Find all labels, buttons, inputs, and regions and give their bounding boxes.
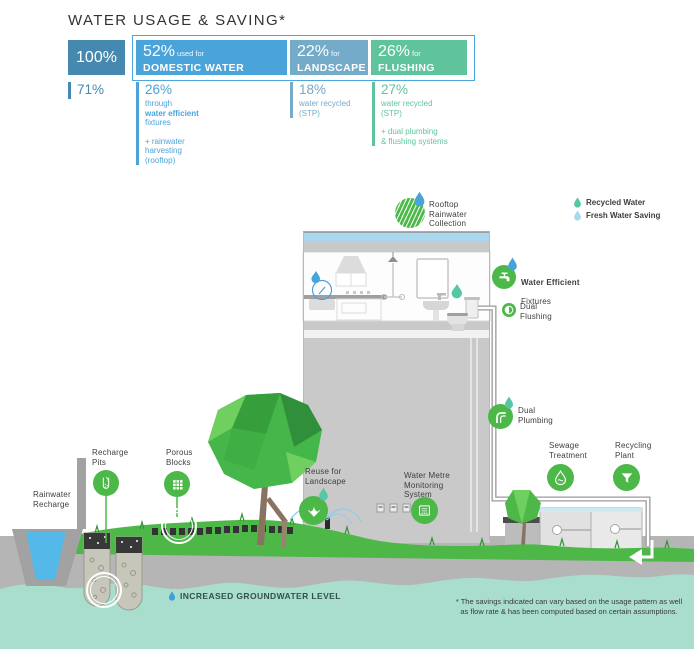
dual-plumbing-icon bbox=[488, 396, 513, 429]
discharge-arrow-icon bbox=[629, 540, 654, 565]
recharge-basin bbox=[12, 458, 86, 586]
water-metre-label: Water Metre Monitoring System bbox=[404, 471, 450, 499]
chart-total-box: 100% bbox=[68, 40, 125, 75]
sprout-icon bbox=[307, 505, 320, 517]
recycled-water-drop-icon bbox=[574, 197, 581, 208]
page-title: WATER USAGE & SAVING* bbox=[68, 12, 287, 29]
faucet-icon bbox=[499, 272, 509, 281]
recycled-drop-icon bbox=[319, 487, 328, 501]
segment-value: 26% bbox=[378, 43, 411, 60]
water-drop-icon bbox=[508, 257, 517, 271]
drop-treatment-icon bbox=[554, 470, 567, 486]
sewage-treatment-icon bbox=[547, 464, 574, 491]
porous-blocks-icon bbox=[164, 471, 190, 497]
saving-flushing: 27% water recycled (STP) + dual plumbing… bbox=[372, 82, 448, 146]
pit-icon bbox=[102, 476, 110, 489]
groundwater-label: INCREASED GROUNDWATER LEVEL bbox=[168, 591, 341, 601]
saving-total: 71% bbox=[68, 82, 104, 99]
recycling-plant-label: Recycling Plant bbox=[615, 441, 652, 460]
meter-icon bbox=[419, 505, 430, 516]
recharge-pits-label: Recharge Pits bbox=[92, 448, 129, 467]
segment-qualifier: for bbox=[331, 49, 340, 58]
saving-value: 18% bbox=[299, 82, 327, 97]
water-efficient-label: Water Efficient Fixtures bbox=[521, 277, 580, 306]
pipes bbox=[478, 305, 651, 546]
footnote: * The savings indicated can vary based o… bbox=[455, 597, 683, 616]
recharge-pit-2 bbox=[115, 536, 143, 611]
segment-label: DOMESTIC WATER bbox=[143, 62, 245, 74]
chart-bracket bbox=[132, 35, 475, 81]
half-flush-icon bbox=[504, 305, 514, 315]
toilet-fixture bbox=[447, 284, 480, 331]
funnel-icon bbox=[621, 472, 632, 483]
recycled-water-drop-icon bbox=[451, 284, 462, 299]
recharge-pits-icon bbox=[93, 470, 119, 496]
sewage-treatment-label: Sewage Treatment bbox=[549, 441, 587, 460]
saving-domestic: 26% through water efficient fixtures + r… bbox=[136, 82, 199, 165]
legend-recycled-label: Recycled Water bbox=[586, 198, 646, 207]
recharge-wall bbox=[77, 458, 86, 529]
big-tree bbox=[208, 393, 322, 548]
segment-label: LANDSCAPE bbox=[297, 62, 366, 74]
legend-fresh-label: Fresh Water Saving bbox=[586, 211, 661, 220]
fresh-water-drop-icon bbox=[574, 210, 581, 221]
segment-domestic-water: 52%used for DOMESTIC WATER bbox=[136, 40, 287, 75]
total-value: 100% bbox=[76, 48, 117, 66]
porous-blocks-label: Porous Blocks bbox=[166, 448, 193, 467]
segment-value: 52% bbox=[143, 43, 176, 60]
rooftop-rainwater-icon bbox=[395, 191, 425, 228]
basin-fixture bbox=[416, 258, 449, 321]
recycling-plant-icon bbox=[613, 464, 640, 491]
rain-drop-icon bbox=[414, 191, 425, 207]
kitchen-fixtures bbox=[304, 256, 387, 321]
saving-landscape: 18% water recycled (STP) bbox=[290, 82, 351, 118]
dual-plumbing-label: Dual Plumbing bbox=[518, 406, 553, 425]
segment-flushing: 26%for FLUSHING bbox=[371, 40, 467, 75]
saving-value: 71% bbox=[77, 82, 105, 97]
water-efficient-fixtures-icon bbox=[492, 257, 517, 289]
shower-fixture bbox=[381, 252, 405, 300]
legend: Recycled Water Fresh Water Saving bbox=[573, 196, 660, 222]
water-metre-icon bbox=[411, 497, 438, 524]
segment-qualifier: used for bbox=[177, 49, 205, 58]
saving-value: 26% bbox=[145, 82, 173, 97]
recycled-drop-icon bbox=[505, 396, 513, 409]
dual-flushing-icon bbox=[502, 303, 516, 317]
small-tree bbox=[505, 490, 541, 546]
building bbox=[302, 231, 491, 543]
segment-label: FLUSHING bbox=[378, 62, 435, 74]
highlight-circles bbox=[86, 508, 197, 608]
saving-value: 27% bbox=[381, 82, 409, 97]
water-drop-icon bbox=[168, 591, 176, 601]
treatment-tanks bbox=[539, 507, 643, 556]
meter-boxes bbox=[376, 503, 411, 513]
segment-landscape: 22%for LANDSCAPE bbox=[290, 40, 368, 75]
saving-extra: + dual plumbing & flushing systems bbox=[381, 127, 448, 146]
grid-icon bbox=[172, 479, 182, 489]
rainwater-recharge-label: Rainwater Recharge bbox=[33, 490, 71, 509]
saving-extra: + rainwater harvesting (rooftop) bbox=[145, 136, 185, 165]
fresh-water-drop-icon bbox=[311, 271, 320, 284]
fresh-water-marker bbox=[311, 279, 333, 301]
reuse-landscape-icon bbox=[299, 487, 328, 525]
segment-qualifier: for bbox=[412, 49, 421, 58]
segment-value: 22% bbox=[297, 43, 330, 60]
rooftop-label: Rooftop Rainwater Collection bbox=[429, 200, 467, 228]
dual-flushing-label: Dual Flushing bbox=[520, 302, 552, 321]
pipes-icon bbox=[495, 411, 506, 423]
groundwater bbox=[0, 574, 694, 649]
reuse-landscape-label: Reuse for Landscape bbox=[305, 467, 346, 486]
